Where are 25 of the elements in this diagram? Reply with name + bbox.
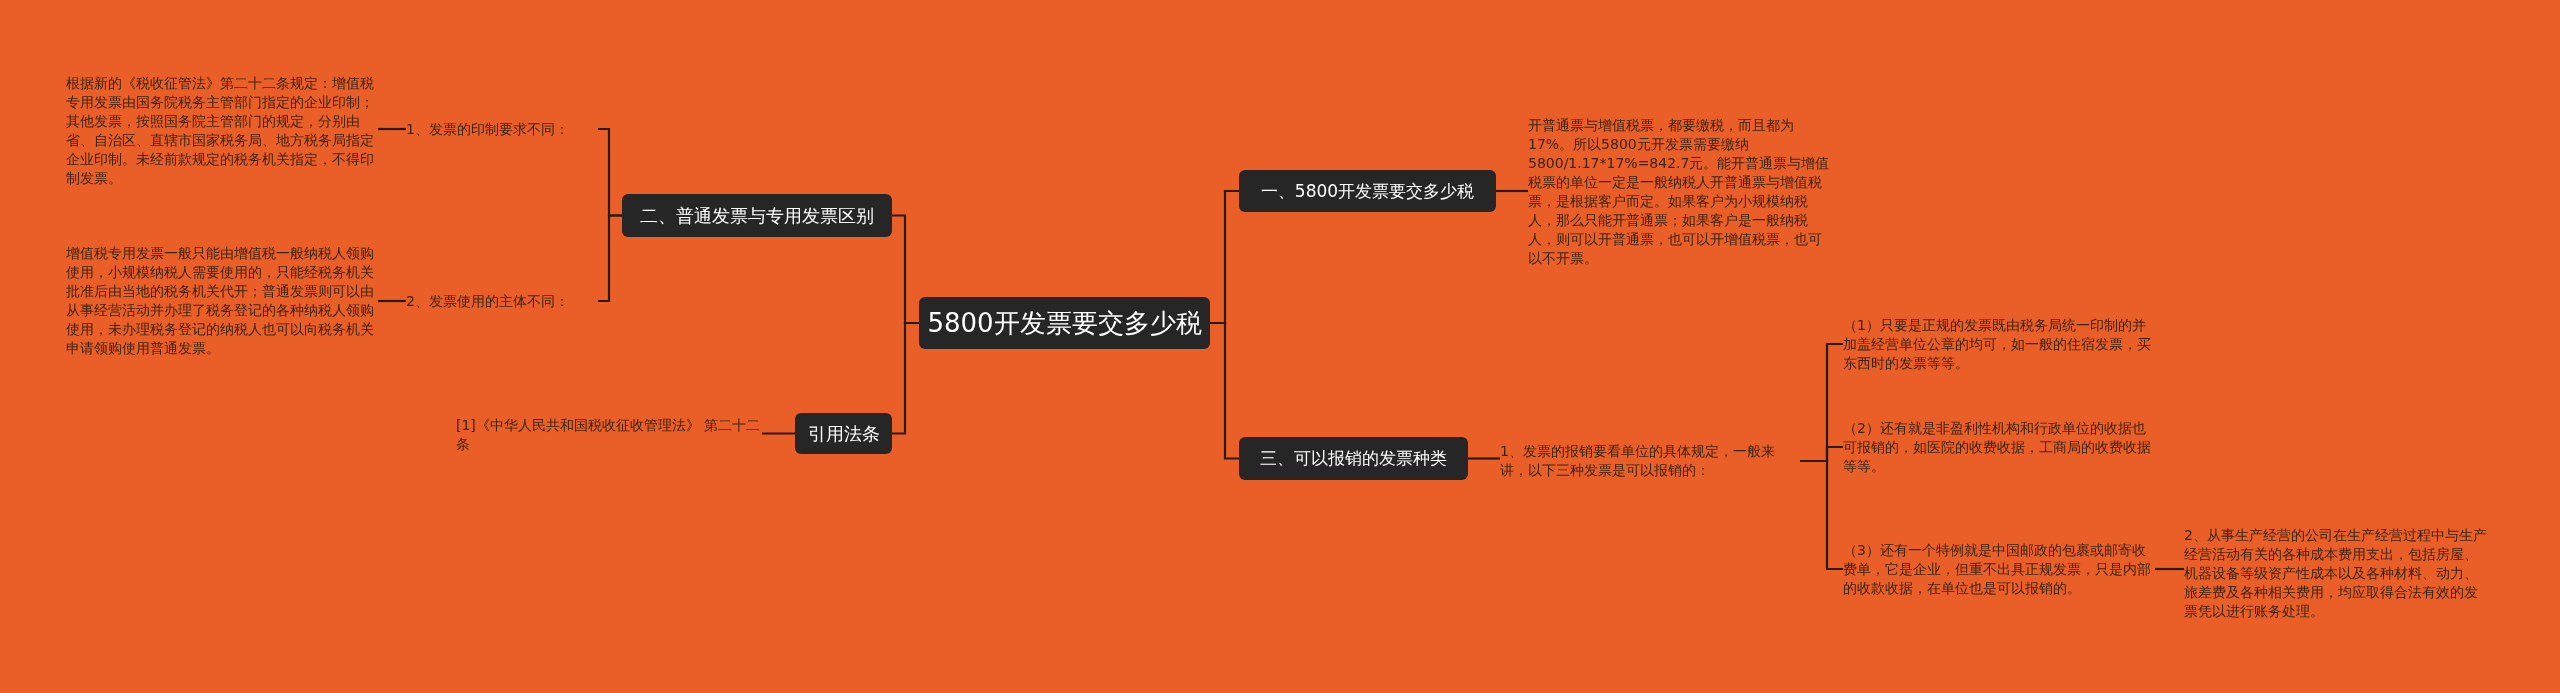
topic-text: 1、发票的报销要看单位的具体规定，一般来讲，以下三种发票是可以报销的： <box>1500 439 1800 483</box>
connector-line <box>1468 457 1500 460</box>
connector-line <box>1800 459 1843 571</box>
central-topic-box: 5800开发票要交多少税 <box>919 297 1210 349</box>
connector-line <box>598 214 622 303</box>
connector-line <box>1496 189 1528 193</box>
connector-line <box>378 127 406 131</box>
topic-box: 一、5800开发票要交多少税 <box>1239 170 1496 212</box>
topic-text: 开普通票与增值税票，都要缴税，而且都为17%。所以5800元开发票需要缴纳5800/1.17*17%=842.7元。能开普通票与增值税票的单位一定是一般纳税人开普通票与增值税票，是根据客户而定。如果客户为小规模纳税人，那么只能开普通票；如果客户是一般纳税人，则可以开普通票，也可以开增值税票，也可以不开票。 <box>1528 112 1834 272</box>
connector-line <box>378 299 406 303</box>
topic-text: 2、发票使用的主体不同： <box>406 289 598 313</box>
connector-line <box>2155 567 2184 571</box>
topic-box: 三、可以报销的发票种类 <box>1239 437 1468 480</box>
topic-text: （2）还有就是非盈利性机构和行政单位的收据也可报销的，如医院的收费收据，工商局的收费收据等等。 <box>1843 416 2155 478</box>
topic-text: （1）只要是正规的发票既由税务局统一印制的并加盖经营单位公章的均可，如一般的住宿发票，买东西时的发票等等。 <box>1843 313 2155 375</box>
topic-text: [1]《中华人民共和国税收征收管理法》 第二十二条 <box>456 414 762 456</box>
connector-line <box>1210 321 1239 460</box>
topic-text: 根据新的《税收征管法》第二十二条规定：增值税专用发票由国务院税务主管部门指定的企业印制；其他发票，按照国务院主管部门的规定，分别由省、自治区、直辖市国家税务局、地方税务局指定企业印制。未经前款规定的税务机关指定，不得印制发票。 <box>66 70 378 192</box>
topic-text: 1、发票的印制要求不同： <box>406 117 598 141</box>
connector-line <box>762 432 795 435</box>
topic-box: 二、普通发票与专用发票区别 <box>622 194 892 237</box>
topic-box: 引用法条 <box>795 413 892 454</box>
topic-text: 2、从事生产经营的公司在生产经营过程中与生产经营活动有关的各种成本费用支出，包括房屋、机器设备等级资产性成本以及各种材料、动力、旅差费及各种相关费用，均应取得合法有效的发票凭以进行账务处理。 <box>2184 522 2490 624</box>
topic-text: 增值税专用发票一般只能由增值税一般纳税人领购使用，小规模纳税人需要使用的，只能经税务机关批准后由当地的税务机关代开；普通发票则可以由从事经营活动并办理了税务登记的各种纳税人领购使用，未办理税务登记的纳税人也可以向税务机关申请领购使用普通发票。 <box>66 230 378 372</box>
topic-text: （3）还有一个特例就是中国邮政的包裹或邮寄收费单，它是企业，但重不出具正规发票，只是内部的收款收据，在单位也是可以报销的。 <box>1843 527 2155 611</box>
